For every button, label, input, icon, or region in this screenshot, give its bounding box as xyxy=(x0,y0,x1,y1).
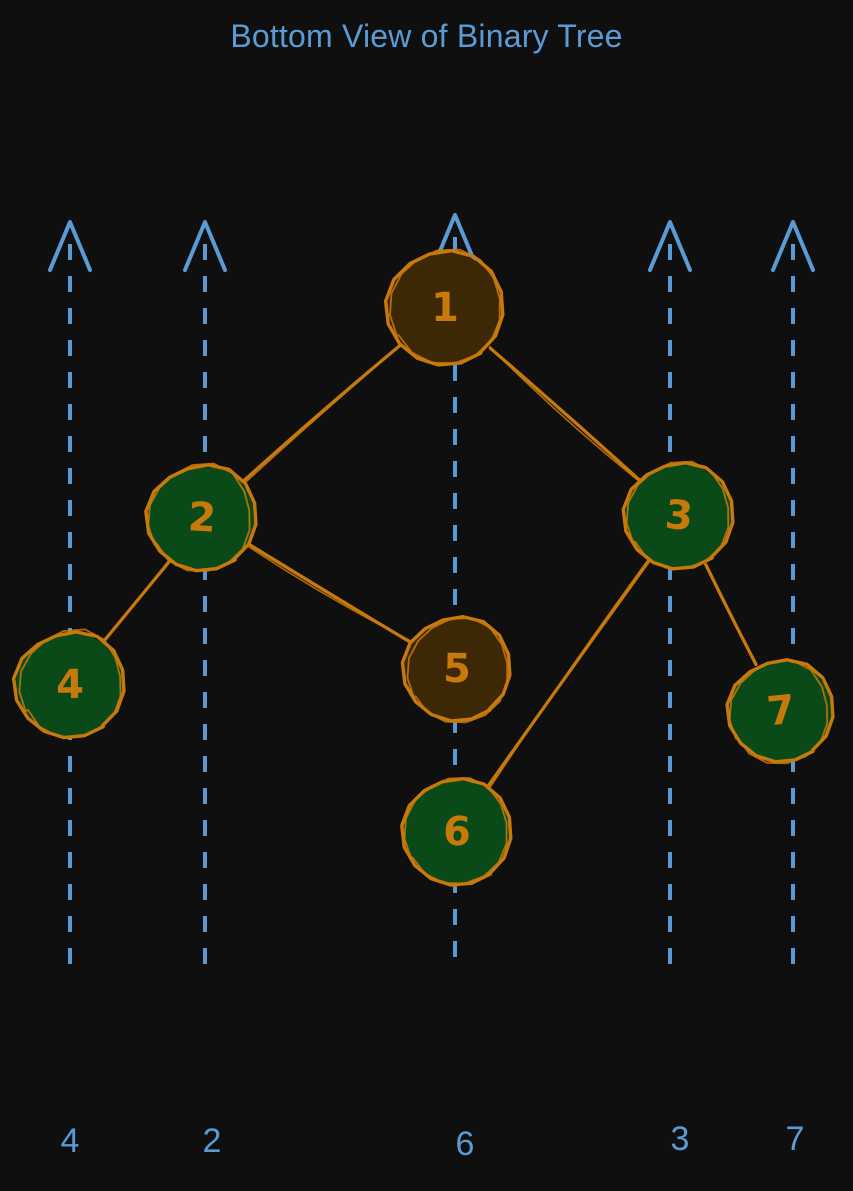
tree-edges xyxy=(101,344,758,789)
bottom-view-label-3: 3 xyxy=(671,1120,690,1158)
tree-nodes: 1 2 3 4 5 6 7 xyxy=(11,248,835,887)
tree-node-label: 5 xyxy=(443,646,472,692)
arrow-up-icon xyxy=(183,220,227,272)
arrow-up-icon xyxy=(648,220,692,272)
vertical-guide-lines xyxy=(48,213,815,965)
tree-node-label: 3 xyxy=(663,492,695,540)
tree-node-label: 4 xyxy=(56,662,84,708)
tree-node-5[interactable]: 5 xyxy=(400,615,512,724)
tree-node-label: 7 xyxy=(765,687,797,736)
tree-node-3[interactable]: 3 xyxy=(621,460,735,571)
tree-edge-2-4 xyxy=(101,560,171,645)
vertical-guide-3 xyxy=(648,220,692,965)
tree-node-label: 2 xyxy=(187,494,218,542)
tree-node-4[interactable]: 4 xyxy=(11,628,126,740)
tree-edge-1-2 xyxy=(242,344,401,484)
bottom-view-label-2: 2 xyxy=(203,1122,222,1160)
tree-edge-1-3 xyxy=(488,345,641,482)
bottom-view-labels: 4 2 6 3 7 xyxy=(61,1120,805,1163)
tree-edge-3-7 xyxy=(703,563,758,667)
arrow-up-icon xyxy=(771,220,815,272)
tree-edge-2-5 xyxy=(247,542,413,645)
vertical-guide-4 xyxy=(48,220,92,965)
arrow-up-icon xyxy=(48,220,92,272)
tree-node-1[interactable]: 1 xyxy=(383,248,505,367)
tree-node-label: 1 xyxy=(431,285,459,331)
tree-node-7[interactable]: 7 xyxy=(725,658,835,765)
tree-edge-3-6 xyxy=(486,559,650,789)
bottom-view-label-6: 6 xyxy=(456,1125,475,1163)
tree-node-2[interactable]: 2 xyxy=(144,462,258,573)
vertical-guide-7 xyxy=(771,220,815,965)
tree-node-6[interactable]: 6 xyxy=(400,776,513,887)
vertical-guide-2 xyxy=(183,220,227,965)
bottom-view-label-4: 4 xyxy=(61,1122,80,1160)
page-title: Bottom View of Binary Tree xyxy=(230,18,623,54)
vertical-guide-6 xyxy=(433,213,477,965)
bottom-view-label-7: 7 xyxy=(786,1120,805,1158)
tree-node-label: 6 xyxy=(442,809,471,856)
arrow-up-icon xyxy=(433,213,477,265)
